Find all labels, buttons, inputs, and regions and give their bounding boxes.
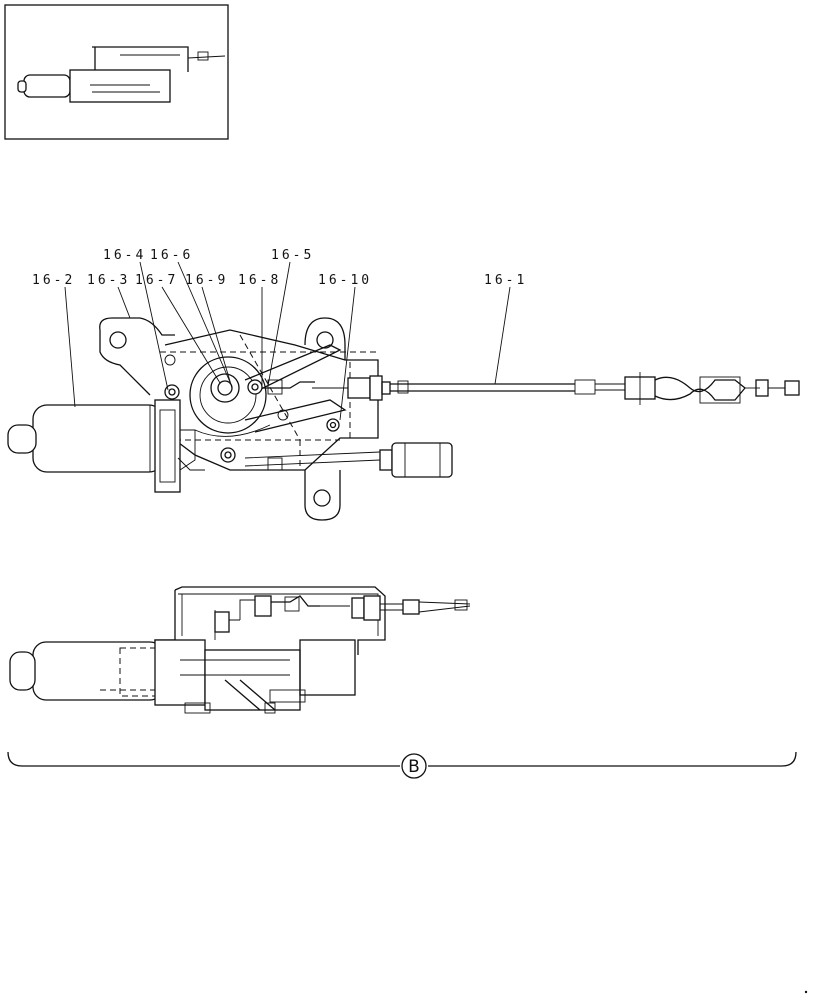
callout-circle xyxy=(401,753,427,779)
callout-letter: B xyxy=(408,757,420,777)
part-label-16-6: 16-6 xyxy=(150,248,193,263)
thumbnail-overview xyxy=(4,4,229,140)
part-label-16-9: 16-9 xyxy=(185,273,228,288)
part-label-16-8: 16-8 xyxy=(238,273,281,288)
part-label-16-10: 16-10 xyxy=(318,273,372,288)
part-label-16-2: 16-2 xyxy=(32,273,75,288)
part-labels: 16-4 16-6 16-5 16-2 16-3 16-7 16-9 16-8 … xyxy=(32,248,527,288)
part-label-16-3: 16-3 xyxy=(87,273,130,288)
leader-lines xyxy=(64,261,511,421)
part-label-16-4: 16-4 xyxy=(103,248,146,263)
side-view xyxy=(9,586,471,714)
part-label-16-5: 16-5 xyxy=(271,248,314,263)
bracket-callout: B xyxy=(7,751,797,779)
part-label-16-1: 16-1 xyxy=(484,273,527,288)
main-view xyxy=(7,317,800,521)
part-label-16-7: 16-7 xyxy=(135,273,178,288)
